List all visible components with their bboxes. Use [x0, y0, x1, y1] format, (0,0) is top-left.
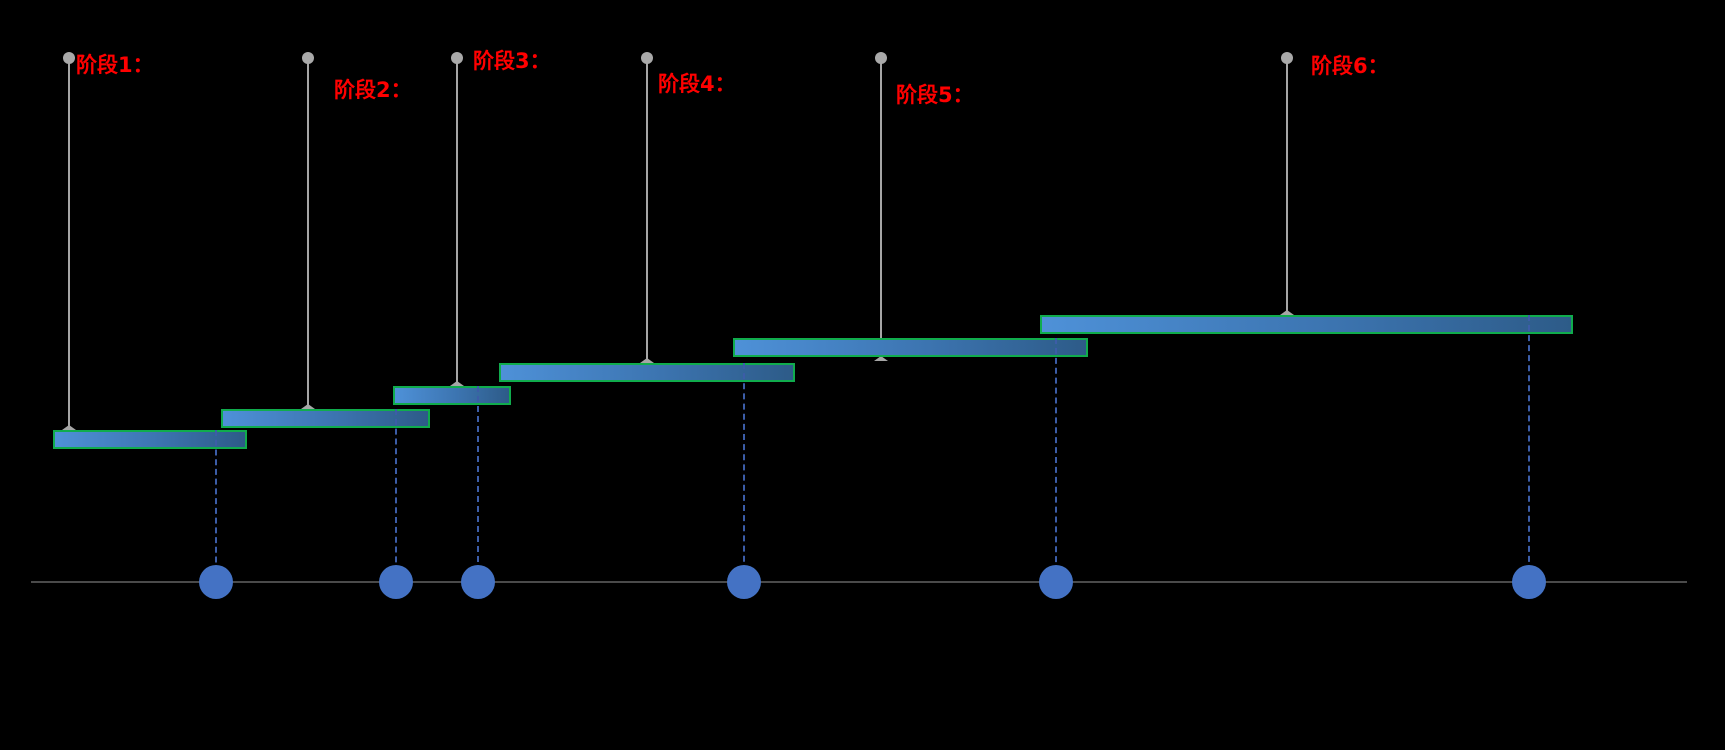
milestone-circle-phase-2: [379, 565, 413, 599]
leader-arrow-icon-phase-5: [874, 356, 888, 361]
leader-line-phase-6: [1286, 58, 1288, 315]
milestone-circle-phase-6: [1512, 565, 1546, 599]
milestone-circle-phase-1: [199, 565, 233, 599]
milestone-drop-line-phase-2: [395, 409, 397, 582]
leader-arrow-icon-phase-6: [1280, 310, 1294, 315]
leader-arrow-icon-phase-2: [301, 404, 315, 409]
task-bar-phase-2: [221, 409, 430, 428]
phase-label-4: 阶段4：: [658, 72, 736, 96]
phase-label-5: 阶段5：: [896, 83, 974, 107]
leader-line-phase-1: [68, 58, 70, 430]
leader-line-phase-2: [307, 58, 309, 409]
phase-label-6: 阶段6：: [1311, 54, 1389, 78]
pin-dot-phase-4: [641, 52, 653, 64]
milestone-circle-phase-3: [461, 565, 495, 599]
milestone-circle-phase-5: [1039, 565, 1073, 599]
leader-arrow-icon-phase-4: [640, 358, 654, 363]
task-bar-phase-1: [53, 430, 247, 449]
milestone-drop-line-phase-3: [477, 386, 479, 582]
leader-line-phase-4: [646, 58, 648, 363]
leader-arrow-icon-phase-1: [62, 425, 76, 430]
leader-line-phase-5: [880, 58, 882, 361]
time-axis: [31, 581, 1687, 583]
milestone-drop-line-phase-6: [1528, 315, 1530, 582]
pin-dot-phase-1: [63, 52, 75, 64]
task-bar-phase-6: [1040, 315, 1573, 334]
task-bar-phase-5: [733, 338, 1088, 357]
phase-label-1: 阶段1：: [76, 53, 154, 77]
milestone-drop-line-phase-1: [215, 430, 217, 582]
phase-label-3: 阶段3：: [473, 49, 551, 73]
milestone-circle-phase-4: [727, 565, 761, 599]
milestone-drop-line-phase-5: [1055, 338, 1057, 582]
pin-dot-phase-5: [875, 52, 887, 64]
milestone-drop-line-phase-4: [743, 363, 745, 582]
pin-dot-phase-2: [302, 52, 314, 64]
pin-dot-phase-6: [1281, 52, 1293, 64]
pin-dot-phase-3: [451, 52, 463, 64]
phase-label-2: 阶段2：: [334, 78, 412, 102]
leader-arrow-icon-phase-3: [450, 381, 464, 386]
leader-line-phase-3: [456, 58, 458, 386]
task-bar-phase-4: [499, 363, 795, 382]
task-bar-phase-3: [393, 386, 511, 405]
